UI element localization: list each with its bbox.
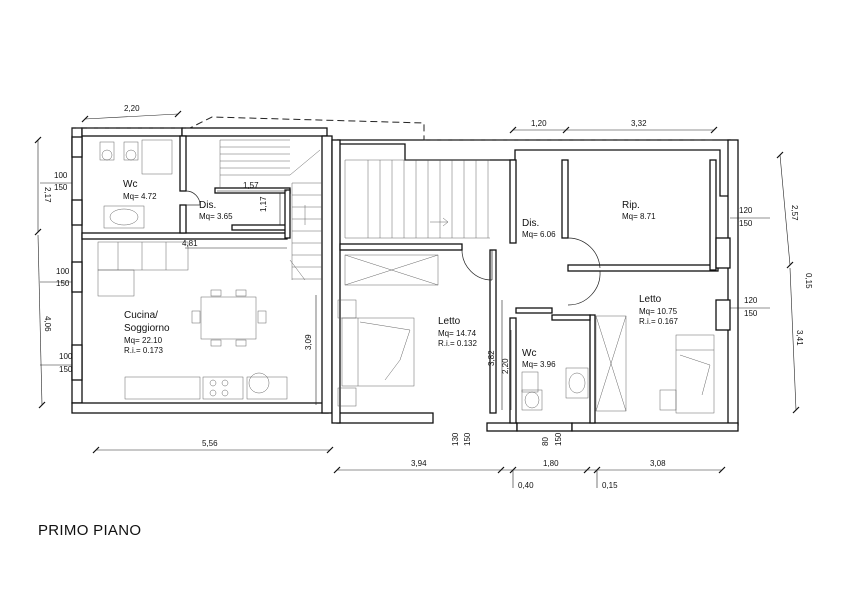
dim-left-2-17: 2,17 xyxy=(43,187,52,203)
dimension-labels: 2,20 1,20 3,32 1,57 1,17 4,81 3,09 3,82 … xyxy=(43,104,813,490)
window-h-right-2: 150 xyxy=(744,309,758,318)
window-w-left-3: 100 xyxy=(59,352,73,361)
room-area-letto-2: Mq= 10.75 xyxy=(639,307,678,316)
room-area-dis-right: Mq= 6.06 xyxy=(522,230,556,239)
interior-walls-left xyxy=(71,135,291,381)
dim-bottom-5-56: 5,56 xyxy=(202,439,218,448)
room-area-dis-left: Mq= 3.65 xyxy=(199,212,233,221)
dim-inner-3-82: 3,82 xyxy=(487,350,496,366)
dim-bottom-3-94: 3,94 xyxy=(411,459,427,468)
dim-inner-3-09: 3,09 xyxy=(304,334,313,350)
furniture xyxy=(97,139,715,414)
stairs-left xyxy=(219,139,322,281)
window-w-left-1: 100 xyxy=(54,171,68,180)
room-area-letto-1: Mq= 14.74 xyxy=(438,329,477,338)
dim-inner-4-81: 4,81 xyxy=(182,239,198,248)
window-w-right-2: 120 xyxy=(744,296,758,305)
room-ri-letto-2: R.i.= 0.167 xyxy=(639,317,678,326)
room-name-letto-2: Letto xyxy=(639,294,662,305)
window-h-right-1: 150 xyxy=(739,219,753,228)
dim-stair-1-17: 1,17 xyxy=(259,196,268,212)
room-area-wc-right: Mq= 3.96 xyxy=(522,360,556,369)
room-ri-cucina: R.i.= 0.173 xyxy=(124,346,163,355)
room-name-cucina-2: Soggiorno xyxy=(124,323,170,334)
room-name-wc-left: Wc xyxy=(123,179,137,190)
dim-bottom-0-15: 0,15 xyxy=(602,481,618,490)
room-area-wc-left: Mq= 4.72 xyxy=(123,192,157,201)
dim-right-0-15: 0,15 xyxy=(804,273,813,289)
room-name-dis-right: Dis. xyxy=(522,218,539,229)
room-name-dis-left: Dis. xyxy=(199,200,216,211)
dim-top-2-20: 2,20 xyxy=(124,104,140,113)
room-name-rip: Rip. xyxy=(622,200,640,211)
window-w-left-2: 100 xyxy=(56,267,70,276)
window-h-left-1: 150 xyxy=(54,183,68,192)
room-name-letto-1: Letto xyxy=(438,316,461,327)
window-h-left-2: 150 xyxy=(56,279,70,288)
dim-bottom-0-40: 0,40 xyxy=(518,481,534,490)
room-labels: Wc Mq= 4.72 Dis. Mq= 3.65 Cucina/ Soggio… xyxy=(123,179,678,369)
plan-title: PRIMO PIANO xyxy=(38,522,142,539)
roof-outline xyxy=(71,116,716,141)
room-area-rip: Mq= 8.71 xyxy=(622,212,656,221)
dim-top-1-20: 1,20 xyxy=(531,119,547,128)
window-h-left-3: 150 xyxy=(59,365,73,374)
stairs-right xyxy=(344,159,490,239)
room-name-cucina: Cucina/ xyxy=(124,310,158,321)
door-w-bottom-1: 130 xyxy=(451,432,460,446)
dim-right-3-41: 3,41 xyxy=(795,330,804,346)
door-swings xyxy=(185,190,601,306)
room-ri-letto-1: R.i.= 0.132 xyxy=(438,339,477,348)
dim-top-3-32: 3,32 xyxy=(631,119,647,128)
room-name-wc-right: Wc xyxy=(522,348,536,359)
window-labels: 100 150 100 150 100 150 120 150 120 150 … xyxy=(54,171,758,446)
interior-walls-right xyxy=(339,159,731,424)
dim-inner-2-20: 2,20 xyxy=(501,358,510,374)
door-h-bottom-2: 150 xyxy=(554,432,563,446)
window-w-right-1: 120 xyxy=(739,206,753,215)
dim-left-4-06: 4,06 xyxy=(43,316,52,332)
dim-right-2-57: 2,57 xyxy=(790,205,799,221)
dimension-lines xyxy=(34,110,800,488)
dim-bottom-1-80: 1,80 xyxy=(543,459,559,468)
dim-bottom-3-08: 3,08 xyxy=(650,459,666,468)
door-w-bottom-2: 80 xyxy=(541,437,550,446)
room-area-cucina: Mq= 22.10 xyxy=(124,336,163,345)
door-h-bottom-1: 150 xyxy=(463,432,472,446)
dim-stair-1-57: 1,57 xyxy=(243,181,259,190)
